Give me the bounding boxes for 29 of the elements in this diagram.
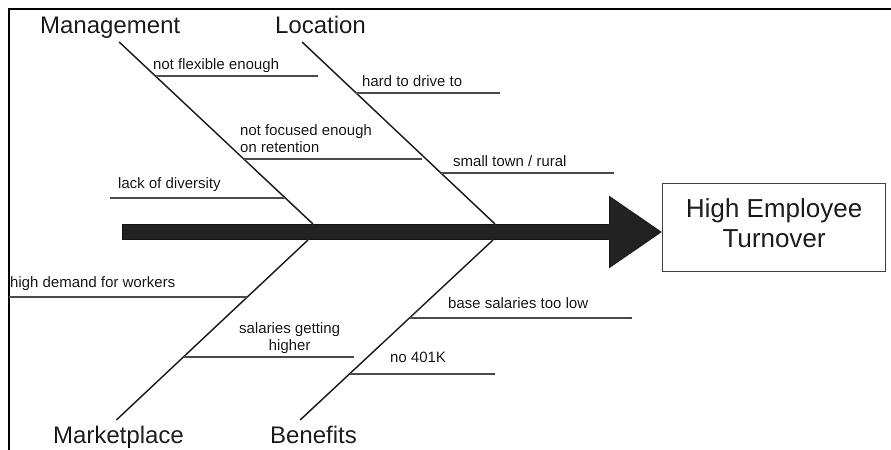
category-label: Location [275,12,367,40]
branch-line [441,172,614,174]
category-label: Benefits [270,422,358,450]
branch-line [110,197,285,199]
category-label: Management [40,12,182,40]
cause-text: high demand for workers [10,274,176,291]
branch-line [9,296,247,298]
bone-line [118,41,314,225]
bone-line [302,41,496,225]
cause-text: small town / rural [453,152,568,170]
cause-text: hard to drive to [362,72,464,90]
spine-arrow [122,196,662,268]
branch-line [356,92,500,94]
cause-text: no 401K [390,348,447,366]
branch-line [350,373,495,375]
bone-line [116,239,309,421]
branch-line [156,75,318,77]
cause-text: lack of diversity [118,174,222,192]
effect-label: High Employee Turnover [684,194,864,254]
branch-line [184,356,354,358]
branch-line [410,317,632,319]
cause-text: not focused enough on retention [240,122,373,156]
cause-text: base salaries too low [448,294,590,312]
cause-text: not flexible enough [153,56,280,73]
category-label: Marketplace [53,422,185,450]
branch-line [244,158,422,160]
bone-line [300,239,494,421]
effect-box [662,183,886,272]
cause-text: salaries getting higher [238,320,341,354]
